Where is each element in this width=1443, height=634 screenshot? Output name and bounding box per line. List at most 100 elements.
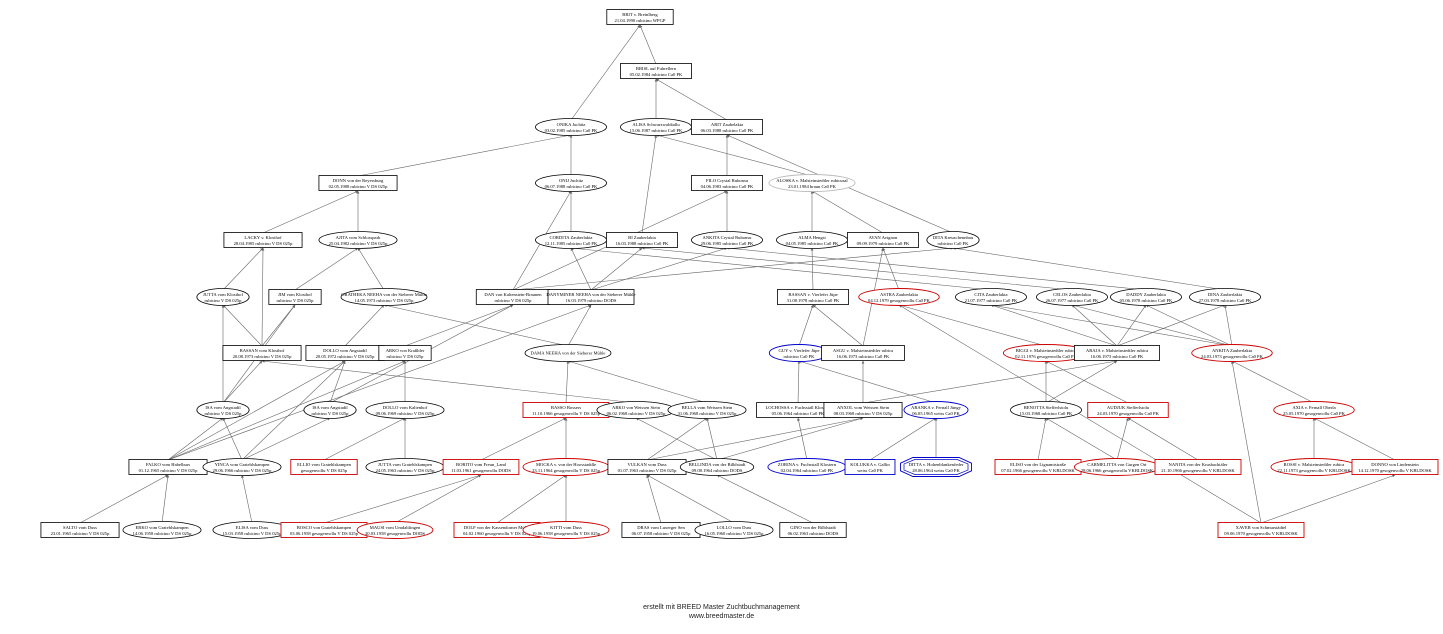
node-name: JIM vom Klosthof xyxy=(278,292,312,297)
node-border xyxy=(196,288,250,306)
pedigree-edge xyxy=(990,304,1118,347)
node-details: 02.05.1988 rubicino V DS 025p xyxy=(329,184,388,189)
node-name: BOSCO von Gratehlskampen xyxy=(297,525,352,530)
pedigree-edge xyxy=(161,474,170,524)
pedigree-node[interactable]: DANYMINER NEEHA von der Sieberer Mühle16… xyxy=(546,289,636,305)
footer-credit: erstellt mit BREED Master Zuchtbuchmanag… xyxy=(643,604,800,611)
node-details: 15.06.1987 rubicino Ca0 PK xyxy=(630,128,683,133)
node-border xyxy=(365,401,445,419)
pedigree-node[interactable]: ALOSKA v. Malsteinstedtler rubicusal23.0… xyxy=(768,174,856,192)
pedigree-edge xyxy=(990,303,1233,347)
pedigree-node[interactable]: ZORINA v. Fuchsstall Klostern02.04.1964 … xyxy=(767,458,847,476)
pedigree-node[interactable]: ROSSI v. Malsteinstedtler rubica22.11.19… xyxy=(1270,458,1358,476)
pedigree-node[interactable]: LOCHOSSA v. Fuchsstall Klostern05.06.196… xyxy=(756,402,840,418)
node-border xyxy=(1351,459,1439,475)
pedigree-edge xyxy=(167,304,592,461)
pedigree-edge xyxy=(357,134,572,177)
node-name: ALISA Schwarzwaldtallu xyxy=(632,122,680,127)
node-border xyxy=(290,459,358,475)
pedigree-node[interactable]: ASGU v. Malsteinstedtler rubica16.06.197… xyxy=(821,345,905,361)
pedigree-edge xyxy=(1145,304,1233,347)
pedigree-node[interactable]: ARAJA v. Malsteinstedtler rubica16.06.19… xyxy=(1074,345,1161,361)
node-name: ORATHEKA NEEHA von der Sieberer Mühle xyxy=(341,292,427,297)
node-details: 31.08.1978 rubicino Ca0 PK xyxy=(787,298,840,303)
node-name: MOCKA v. von der Hoosstaddle xyxy=(536,462,596,467)
node-name: BASSAN v. Vierlefer Jüpe xyxy=(788,292,837,297)
pedigree-node[interactable]: BIGGI v. Malsteinstedtler rubica02.11.19… xyxy=(1002,344,1090,362)
pedigree-edge xyxy=(512,246,954,291)
pedigree-node[interactable]: ORATHEKA NEEHA von der Sieberer Mühle14.… xyxy=(340,288,428,306)
node-border xyxy=(202,458,282,476)
footer-url[interactable]: www.breedmaster.de xyxy=(688,613,755,620)
pedigree-edge xyxy=(404,304,514,347)
pedigree-node[interactable]: DAMA NEEHA von der Sieberer Mühle xyxy=(524,344,612,362)
node-details: 21.10.1966 gesogenvollu V KBLDOSK xyxy=(1161,468,1235,473)
